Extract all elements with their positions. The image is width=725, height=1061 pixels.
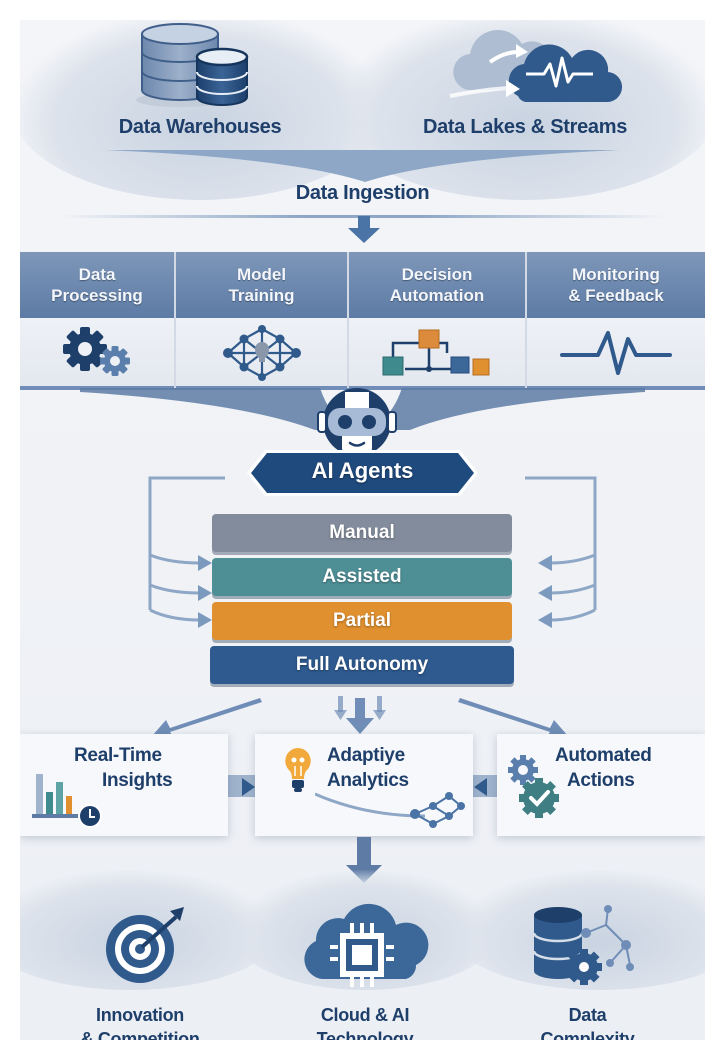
arrow-down-icon <box>348 216 380 243</box>
source-label-warehouses: Data Warehouses <box>118 116 282 138</box>
neural-network-icon <box>222 325 301 381</box>
diagram-panel: Data Warehouses Data Lakes & Streams Dat… <box>20 20 705 1040</box>
driver-cloud-ai-technology: Cloud & AI Technology <box>260 903 470 1040</box>
outcome-card-automated-actions: Automated Actions <box>497 734 705 836</box>
stage-label: Training <box>228 286 295 305</box>
stage-divider <box>525 252 527 388</box>
stage-label: Automation <box>389 286 485 305</box>
database-gear-icon <box>532 905 634 985</box>
ingestion-label: Data Ingestion <box>295 182 430 204</box>
outcome-label: Actions <box>567 770 635 791</box>
agent-wings <box>80 388 645 430</box>
driver-label-line: Cloud & AI <box>320 1005 410 1025</box>
outcome-card-adaptive-analytics: Adaptiye Analytics <box>255 734 473 836</box>
driver-label-line: Complexity <box>540 1029 635 1040</box>
ingestion-funnel <box>105 150 620 182</box>
outcome-card-real-time-insights: Real-Time Insights <box>20 734 228 836</box>
stage-icon-cell <box>176 318 347 388</box>
outcome-label: Adaptiye <box>327 745 405 766</box>
driver-label: Innovation & Competition <box>20 1003 260 1040</box>
outcome-label: Insights <box>102 770 173 791</box>
arrow-left-icon <box>474 778 487 796</box>
stage-icon-cell <box>349 318 525 388</box>
arrow-right-icon <box>242 778 255 796</box>
gears-icon <box>63 327 130 376</box>
driver-label-line: Innovation <box>96 1005 184 1025</box>
stage-label: Decision <box>401 265 473 284</box>
stage-label: Monitoring <box>572 265 660 284</box>
driver-label: Data Complexity <box>470 1003 705 1040</box>
stage-monitoring-feedback: Monitoring & Feedback <box>527 252 705 318</box>
stages-bottom-edge <box>20 386 705 390</box>
driver-label-line: Data <box>568 1005 607 1025</box>
driver-label-line: & Competition <box>80 1029 200 1040</box>
source-label-lakes: Data Lakes & Streams <box>422 116 628 138</box>
outcome-label: Analytics <box>327 770 409 791</box>
lightbulb-icon <box>285 748 311 792</box>
stage-icon-cell <box>20 318 174 388</box>
outcome-label: Real-Time <box>74 745 162 766</box>
outcome-label: Automated <box>555 745 652 766</box>
driver-data-complexity: Data Complexity <box>470 905 705 1040</box>
pulse-wave-icon <box>560 331 672 375</box>
stage-divider <box>347 252 349 388</box>
outcome-arrows <box>152 696 568 738</box>
stage-label: & Feedback <box>568 286 664 305</box>
cloud-stream-icon <box>449 29 623 103</box>
ai-agents-banner <box>247 450 478 496</box>
feedback-loops <box>148 476 597 628</box>
stage-label: Model <box>236 265 287 284</box>
driver-label-line: Technology <box>316 1029 414 1040</box>
stage-label: Processing <box>51 286 143 305</box>
autonomy-level-manual: Manual <box>212 514 512 552</box>
autonomy-level-partial: Partial <box>212 602 512 640</box>
driver-label: Cloud & AI Technology <box>260 1003 470 1040</box>
stage-label: Data <box>78 265 116 284</box>
robot-icon <box>317 388 397 460</box>
stages-header-band <box>20 252 705 318</box>
target-arrow-icon <box>106 907 184 983</box>
autonomy-level-full: Full Autonomy <box>210 646 514 684</box>
stage-divider <box>174 252 176 388</box>
bar-chart-clock-icon <box>32 774 102 828</box>
autonomy-level-assisted: Assisted <box>212 558 512 596</box>
network-icon <box>315 792 465 828</box>
flowchart-icon <box>382 329 490 376</box>
stage-icon-cell <box>527 318 705 388</box>
cloud-chip-icon <box>304 903 429 987</box>
ai-agents-label: AI Agents <box>311 458 414 483</box>
driver-innovation-competition: Innovation & Competition <box>20 905 260 1040</box>
database-stack-icon <box>136 23 249 107</box>
gear-check-icon <box>508 755 559 818</box>
